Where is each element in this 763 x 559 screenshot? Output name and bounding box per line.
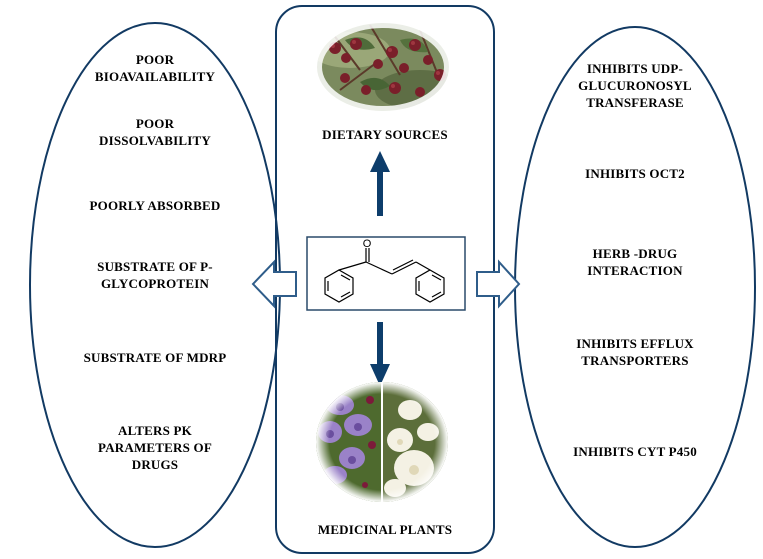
left-item-poor-bioavailability: POOR BIOAVAILABILITY bbox=[94, 52, 216, 84]
hollow-arrow-right bbox=[476, 259, 521, 309]
left-item-substrate-mdrp: SUBSTRATE OF MDRP bbox=[83, 350, 227, 365]
hollow-arrow-left bbox=[251, 259, 297, 309]
chalcone-structure-box bbox=[306, 236, 466, 311]
right-item-inhibits-cyp450: INHIBITS CYT P450 bbox=[573, 444, 697, 459]
arrow-up-to-dietary bbox=[370, 151, 390, 216]
right-item-herb-drug-interaction: HERB -DRUG INTERACTION bbox=[587, 246, 683, 278]
right-item-inhibits-efflux: INHIBITS EFFLUX TRANSPORTERS bbox=[576, 336, 694, 368]
left-item-substrate-p-glycoprotein: SUBSTRATE OF P- GLYCOPROTEIN bbox=[97, 259, 213, 291]
left-item-poor-dissolvability: POOR DISSOLVABILITY bbox=[99, 116, 211, 148]
left-item-poorly-absorbed: POORLY ABSORBED bbox=[89, 198, 221, 213]
right-item-inhibits-ugt: INHIBITS UDP- GLUCURONOSYL TRANSFERASE bbox=[578, 61, 692, 110]
dietary-sources-label: DIETARY SOURCES bbox=[322, 127, 448, 142]
arrow-down-to-medicinal bbox=[370, 322, 390, 386]
oxygen-atom-label: O bbox=[363, 238, 372, 250]
right-item-inhibits-oct2: INHIBITS OCT2 bbox=[585, 166, 685, 181]
chalcone-structure-icon bbox=[324, 248, 445, 303]
left-item-alters-pk: ALTERS PK PARAMETERS OF DRUGS bbox=[98, 423, 212, 472]
medicinal-plants-label: MEDICINAL PLANTS bbox=[317, 522, 453, 537]
